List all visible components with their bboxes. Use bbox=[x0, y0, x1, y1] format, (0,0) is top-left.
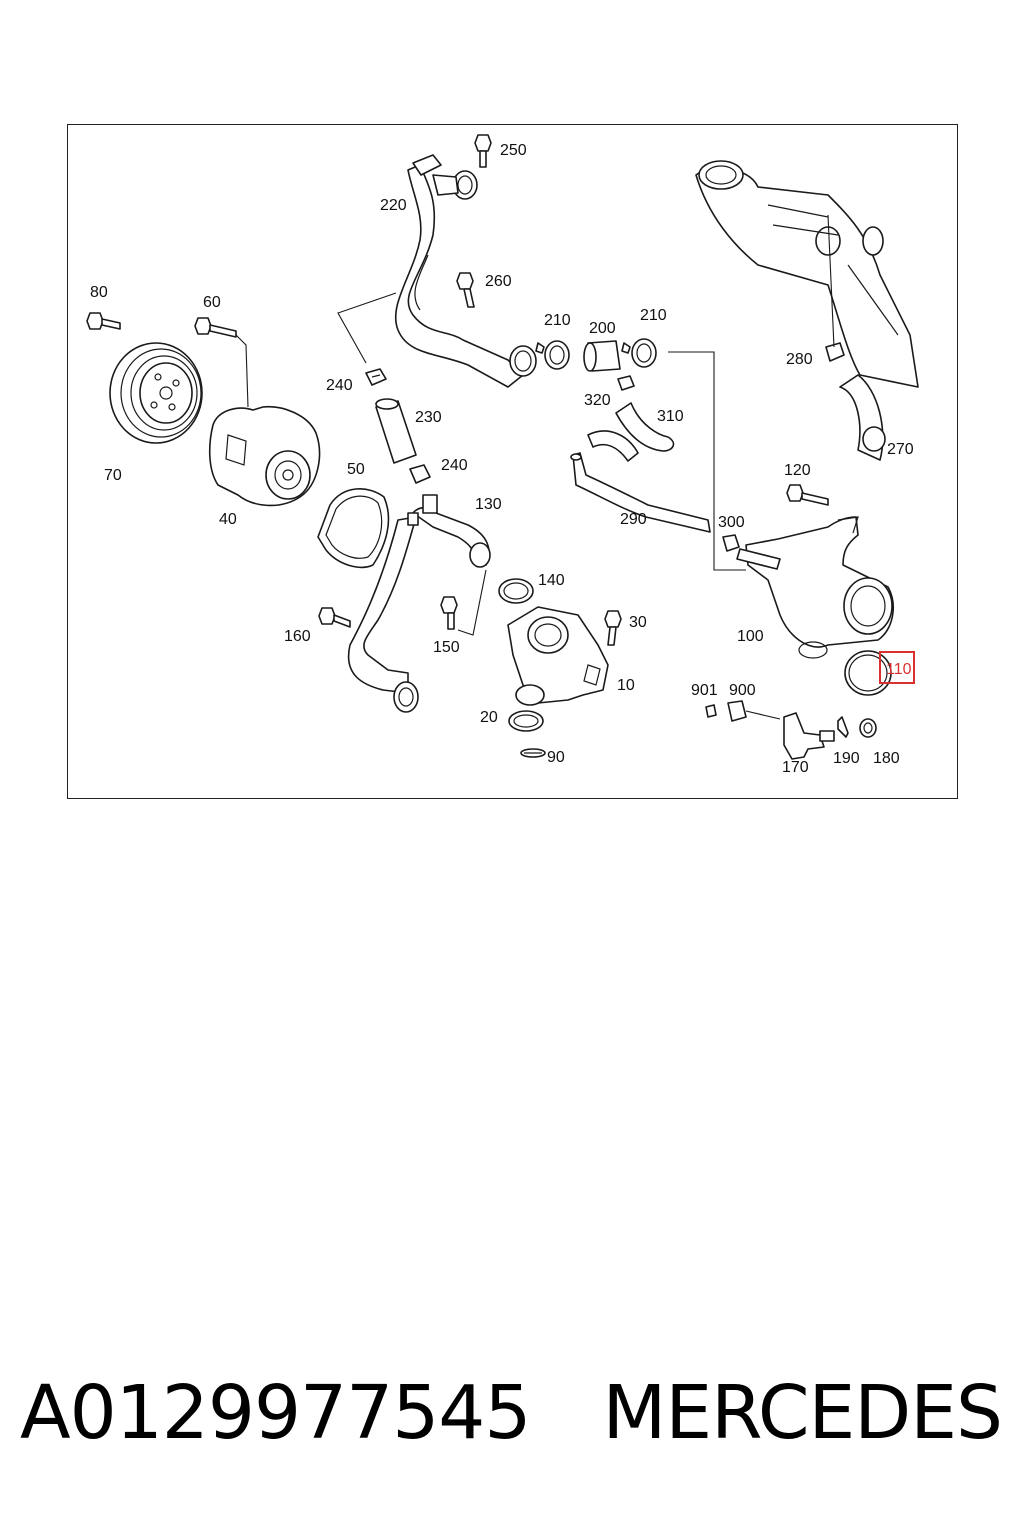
clip-280 bbox=[825, 214, 845, 362]
hose-310 bbox=[587, 402, 675, 462]
coolant-pipe-160 bbox=[347, 512, 419, 713]
elbow-hose-270 bbox=[839, 374, 886, 461]
callout-320: 320 bbox=[584, 392, 611, 409]
leader-300 bbox=[668, 351, 746, 571]
callout-240a: 240 bbox=[326, 377, 353, 394]
footer: A0129977545 MERCEDES bbox=[0, 1370, 1024, 1480]
bolt-150 bbox=[440, 569, 487, 636]
callout-290: 290 bbox=[620, 511, 647, 528]
bolt-30 bbox=[604, 610, 622, 646]
o-ring-140 bbox=[498, 578, 534, 604]
callout-150: 150 bbox=[433, 639, 460, 656]
bolt-160 bbox=[318, 607, 351, 628]
callout-60: 60 bbox=[203, 294, 221, 311]
pulley-70 bbox=[109, 342, 203, 444]
coolant-pipe-220 bbox=[394, 154, 537, 388]
callout-170: 170 bbox=[782, 759, 809, 776]
connector-901 bbox=[705, 704, 717, 718]
callout-210a: 210 bbox=[544, 312, 571, 329]
thermostat-cover-100 bbox=[736, 516, 894, 659]
parts-diagram: 250 220 260 80 60 210 200 210 280 240 23… bbox=[86, 134, 919, 776]
bolt-80 bbox=[86, 312, 121, 330]
hose-clamp-210a bbox=[535, 340, 570, 370]
water-pump-40 bbox=[208, 405, 321, 507]
callout-240b: 240 bbox=[441, 457, 468, 474]
clip-320 bbox=[617, 375, 635, 391]
hose-230 bbox=[375, 398, 417, 464]
washer-180 bbox=[859, 718, 877, 738]
callout-190: 190 bbox=[833, 750, 860, 767]
callout-120: 120 bbox=[784, 462, 811, 479]
callout-280: 280 bbox=[786, 351, 813, 368]
callout-30: 30 bbox=[629, 614, 647, 631]
callout-110[interactable]: 110 bbox=[886, 661, 912, 678]
hose-290 bbox=[570, 452, 711, 533]
callout-220: 220 bbox=[380, 197, 407, 214]
o-ring-20 bbox=[508, 710, 544, 732]
callout-20: 20 bbox=[480, 709, 498, 726]
bolt-60 bbox=[194, 317, 249, 408]
connector-900 bbox=[727, 700, 781, 722]
o-ring-110 bbox=[844, 650, 892, 696]
clip-240a bbox=[365, 368, 387, 386]
callout-80: 80 bbox=[90, 284, 108, 301]
callout-260: 260 bbox=[485, 273, 512, 290]
clip-240b bbox=[409, 464, 431, 484]
callout-901: 901 bbox=[691, 682, 718, 699]
callout-50: 50 bbox=[347, 461, 365, 478]
callout-310: 310 bbox=[657, 408, 684, 425]
brand-name: MERCEDES bbox=[602, 1370, 1003, 1456]
callout-70: 70 bbox=[104, 467, 122, 484]
callout-140: 140 bbox=[538, 572, 565, 589]
clip-300 bbox=[722, 534, 740, 552]
callout-40: 40 bbox=[219, 511, 237, 528]
callout-180: 180 bbox=[873, 750, 900, 767]
callout-230: 230 bbox=[415, 409, 442, 426]
bolt-250 bbox=[474, 134, 492, 168]
callout-300: 300 bbox=[718, 514, 745, 531]
retaining-clip-190 bbox=[837, 716, 849, 738]
hose-clamp-210b bbox=[621, 338, 657, 368]
callout-900: 900 bbox=[729, 682, 756, 699]
part-number: A0129977545 bbox=[20, 1370, 531, 1456]
seal-90 bbox=[520, 748, 546, 758]
callout-10: 10 bbox=[617, 677, 635, 694]
callout-200: 200 bbox=[589, 320, 616, 337]
callout-210b: 210 bbox=[640, 307, 667, 324]
temperature-sensor-170 bbox=[783, 712, 835, 760]
highlight-box-110[interactable] bbox=[879, 651, 915, 684]
callout-90: 90 bbox=[547, 749, 565, 766]
coolant-hose-200 bbox=[583, 340, 621, 372]
thermostat-housing-10 bbox=[507, 606, 609, 706]
callout-100: 100 bbox=[737, 628, 764, 645]
callout-250: 250 bbox=[500, 142, 527, 159]
parts-diagram-frame: 250 220 260 80 60 210 200 210 280 240 23… bbox=[67, 124, 958, 799]
bolt-120 bbox=[786, 484, 829, 506]
callout-130: 130 bbox=[475, 496, 502, 513]
callout-270: 270 bbox=[887, 441, 914, 458]
leader-240a bbox=[337, 292, 397, 364]
bolt-260 bbox=[456, 272, 475, 308]
coolant-manifold bbox=[695, 160, 919, 388]
callout-160: 160 bbox=[284, 628, 311, 645]
coolant-pipe-130 bbox=[412, 494, 491, 568]
gasket-50 bbox=[317, 488, 390, 569]
